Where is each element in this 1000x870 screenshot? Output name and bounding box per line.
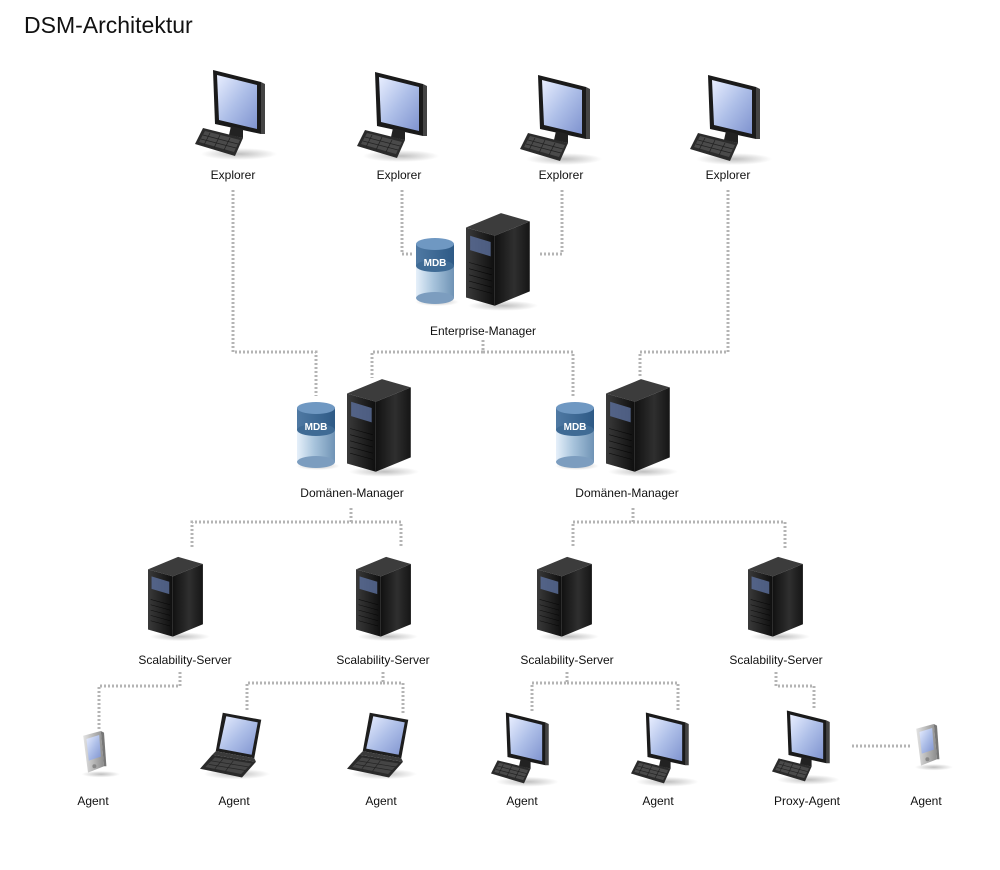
node-label-enterprise-manager: Enterprise-Manager — [430, 324, 536, 338]
server-tower-icon — [355, 556, 419, 642]
node-label-scalability-1: Scalability-Server — [138, 653, 231, 667]
node-label-agent-2: Agent — [218, 794, 250, 808]
connector-line — [245, 672, 385, 710]
connector-line — [370, 340, 485, 378]
pda-icon — [914, 724, 953, 771]
connector-line — [190, 508, 353, 548]
node-label-agent-1: Agent — [77, 794, 109, 808]
desktop-computer-icon — [519, 74, 603, 166]
node-explorer-4 — [689, 74, 773, 166]
node-domain-manager-1: MDB — [296, 378, 420, 478]
node-label-explorer-4: Explorer — [706, 168, 751, 182]
server-tower-icon — [536, 556, 600, 642]
connector-line — [400, 190, 414, 256]
node-label-agent-3: Agent — [365, 794, 397, 808]
database-icon: MDB — [415, 238, 459, 306]
desktop-computer-icon — [630, 712, 699, 788]
connector-line — [567, 681, 680, 712]
node-domain-manager-2: MDB — [555, 378, 679, 478]
node-label-scalability-3: Scalability-Server — [520, 653, 613, 667]
node-explorer-1 — [194, 69, 278, 161]
node-scalability-1 — [147, 556, 211, 642]
node-label-domain-manager-1: Domänen-Manager — [300, 486, 403, 500]
connector-line — [97, 672, 182, 730]
desktop-computer-icon — [689, 74, 773, 166]
mdb-label: MDB — [564, 422, 587, 433]
server-tower-icon — [346, 378, 420, 478]
connector-line — [540, 190, 564, 256]
node-label-explorer-1: Explorer — [211, 168, 256, 182]
node-explorer-2 — [356, 71, 440, 163]
desktop-computer-icon — [194, 69, 278, 161]
node-proxy-agent — [771, 710, 840, 786]
server-tower-icon — [605, 378, 679, 478]
node-agent-7 — [914, 724, 953, 771]
desktop-computer-icon — [771, 710, 840, 786]
desktop-computer-icon — [356, 71, 440, 163]
connector-line — [774, 672, 816, 710]
pda-icon — [81, 731, 120, 778]
node-label-proxy-agent: Proxy-Agent — [774, 794, 841, 808]
connector-line — [530, 672, 569, 712]
node-scalability-4 — [747, 556, 811, 642]
connector-line — [483, 350, 575, 396]
node-label-agent-4: Agent — [506, 794, 538, 808]
node-label-domain-manager-2: Domänen-Manager — [575, 486, 678, 500]
server-tower-icon — [147, 556, 211, 642]
node-label-explorer-2: Explorer — [377, 168, 422, 182]
node-explorer-3 — [519, 74, 603, 166]
database-icon: MDB — [555, 402, 599, 470]
node-enterprise-manager: MDB — [415, 212, 539, 312]
node-label-agent-7: Agent — [910, 794, 942, 808]
node-agent-4 — [490, 712, 559, 788]
node-scalability-3 — [536, 556, 600, 642]
mdb-label: MDB — [424, 258, 447, 269]
connector-line — [351, 520, 403, 548]
node-agent-3 — [346, 712, 418, 780]
connector-line — [571, 508, 635, 548]
server-tower-icon — [465, 212, 539, 312]
mdb-label: MDB — [305, 422, 328, 433]
connector-line — [231, 190, 318, 396]
database-icon: MDB — [296, 402, 340, 470]
server-tower-icon — [747, 556, 811, 642]
connector-line — [383, 681, 405, 714]
node-label-scalability-4: Scalability-Server — [729, 653, 822, 667]
node-agent-5 — [630, 712, 699, 788]
node-label-scalability-2: Scalability-Server — [336, 653, 429, 667]
laptop-icon — [199, 712, 271, 780]
node-agent-2 — [199, 712, 271, 780]
diagram-title: DSM-Architektur — [24, 12, 193, 38]
node-label-explorer-3: Explorer — [539, 168, 584, 182]
node-agent-1 — [81, 731, 120, 778]
connection-lines — [97, 190, 912, 748]
node-scalability-2 — [355, 556, 419, 642]
connector-line — [638, 190, 730, 378]
desktop-computer-icon — [490, 712, 559, 788]
connector-line — [633, 520, 787, 548]
node-label-agent-5: Agent — [642, 794, 674, 808]
laptop-icon — [346, 712, 418, 780]
